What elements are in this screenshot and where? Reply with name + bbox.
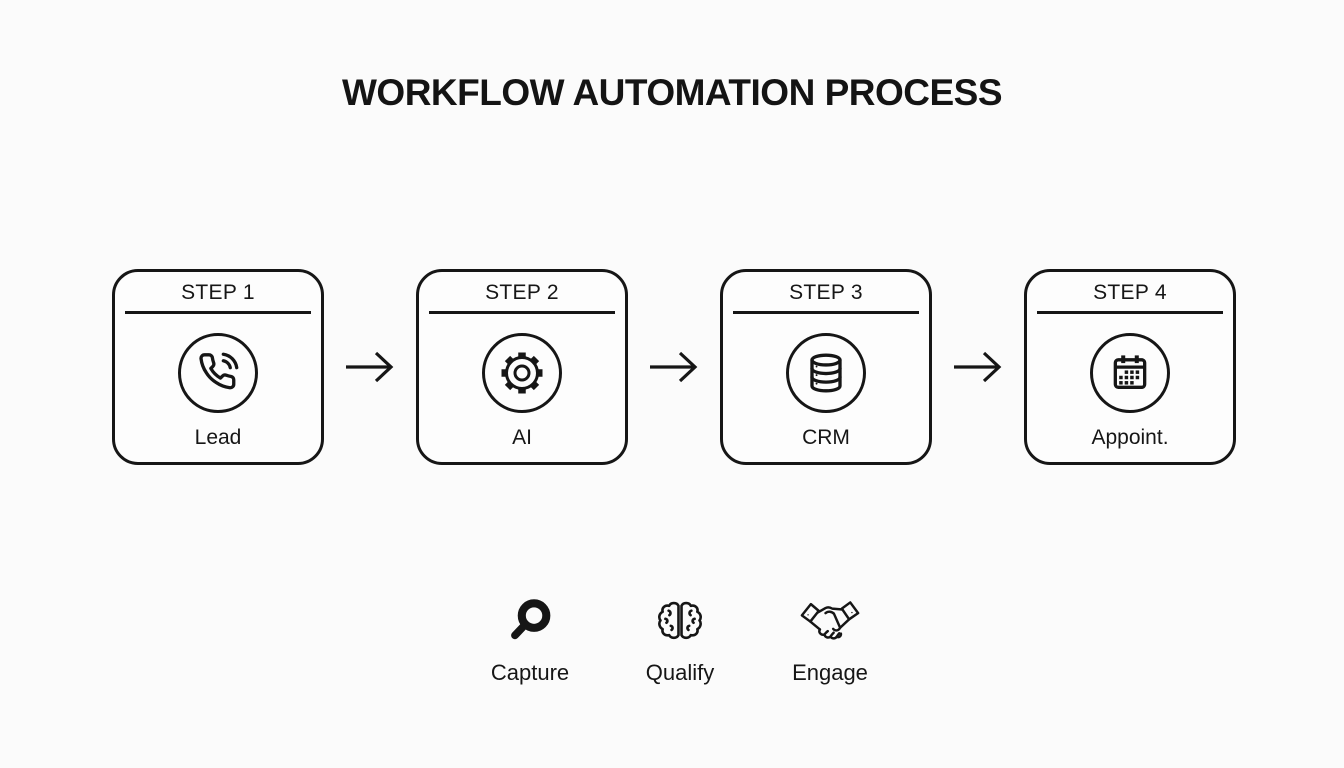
- stage-label: Qualify: [645, 660, 715, 685]
- stage-item-engage: Engage: [770, 592, 890, 686]
- step-divider: [733, 311, 919, 314]
- step-label: AI: [512, 426, 532, 449]
- stages-row: Capture: [470, 592, 890, 686]
- page-title: WORKFLOW AUTOMATION PROCESS: [342, 72, 1003, 113]
- step-card-crm: STEP 3 CRM: [720, 269, 932, 465]
- database-icon: [805, 352, 847, 394]
- phone-icon: [197, 352, 239, 394]
- step-divider: [1037, 311, 1223, 314]
- step-label: Appoint.: [1091, 426, 1169, 449]
- stage-label: Engage: [792, 660, 868, 685]
- arrow-right-icon: [951, 345, 1005, 389]
- handshake-icon: [798, 592, 862, 650]
- step-icon-circle: [178, 333, 258, 413]
- step-card-lead: STEP 1 Lead: [112, 269, 324, 465]
- gear-icon: [498, 349, 546, 397]
- arrow-gap: [932, 269, 1024, 465]
- step-label: CRM: [802, 426, 850, 449]
- steps-row: STEP 1 Lead: [112, 269, 1236, 465]
- arrow-right-icon: [343, 345, 397, 389]
- brain-icon: [654, 592, 706, 650]
- step-icon-circle: [786, 333, 866, 413]
- step-header: STEP 4: [1093, 281, 1167, 304]
- step-card-appointment: STEP 4: [1024, 269, 1236, 465]
- arrow-right-icon: [647, 345, 701, 389]
- stage-label: Capture: [490, 660, 570, 685]
- stage-item-qualify: Qualify: [620, 592, 740, 686]
- step-icon-circle: [1090, 333, 1170, 413]
- stage-item-capture: Capture: [470, 592, 590, 686]
- calendar-icon: [1108, 351, 1152, 395]
- step-card-ai: STEP 2: [416, 269, 628, 465]
- step-divider: [429, 311, 615, 314]
- step-header: STEP 1: [181, 281, 255, 304]
- arrow-gap: [324, 269, 416, 465]
- step-divider: [125, 311, 311, 314]
- step-label: Lead: [194, 426, 242, 449]
- step-header: STEP 2: [485, 281, 559, 304]
- arrow-gap: [628, 269, 720, 465]
- step-header: STEP 3: [789, 281, 863, 304]
- step-icon-circle: [482, 333, 562, 413]
- magnifier-icon: [503, 592, 557, 650]
